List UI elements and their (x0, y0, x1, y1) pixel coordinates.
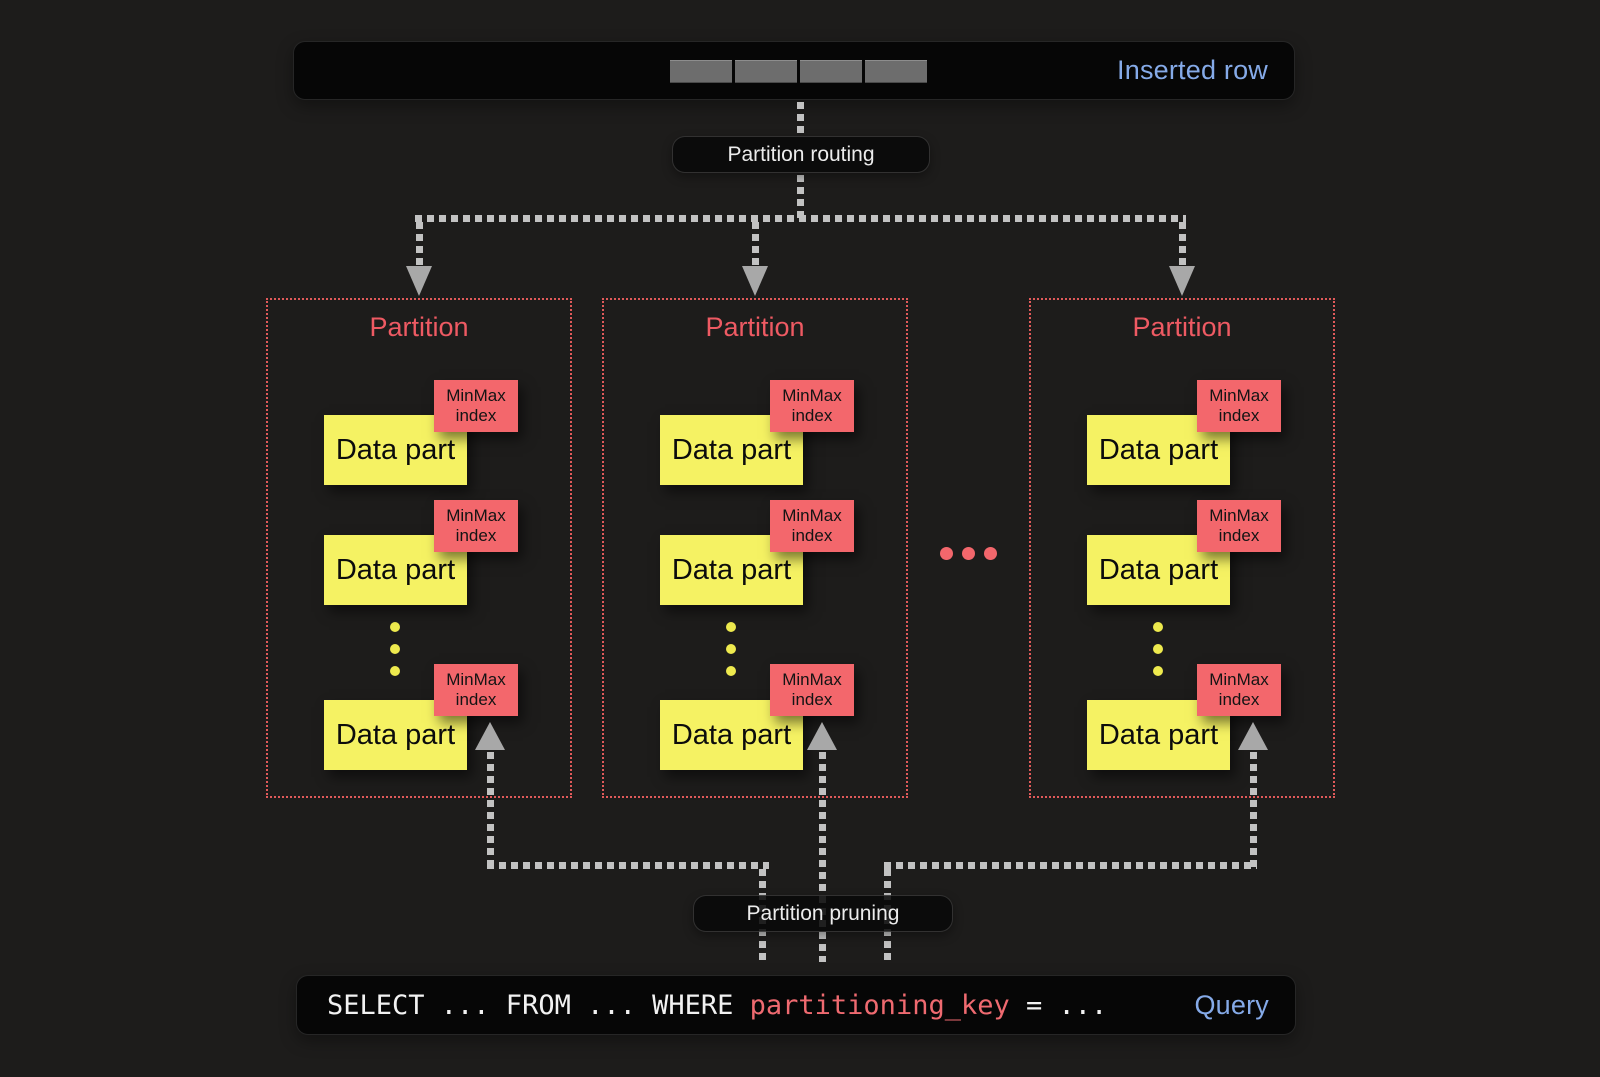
down-arrow-icon (742, 266, 768, 296)
row-cell (735, 60, 797, 83)
more-parts-ellipsis (1153, 666, 1163, 676)
more-partitions-ellipsis (984, 547, 997, 560)
partition-routing-label: Partition routing (672, 136, 930, 173)
partition-box: Partition MinMax index Data part MinMax … (1029, 298, 1335, 798)
more-parts-ellipsis (390, 622, 400, 632)
data-part-box: Data part (324, 700, 467, 770)
pruning-flow-line (1250, 752, 1257, 869)
partition-box: Partition MinMax index Data part MinMax … (602, 298, 908, 798)
partition-title: Partition (1132, 312, 1232, 342)
insert-flow-line (797, 102, 804, 136)
row-cell (800, 60, 862, 83)
up-arrow-icon (807, 722, 837, 750)
query-label: Query (1194, 989, 1269, 1020)
minmax-index-badge: MinMax index (1197, 380, 1281, 432)
more-parts-ellipsis (1153, 622, 1163, 632)
more-partitions-ellipsis (962, 547, 975, 560)
branch-drop-line (1179, 222, 1186, 266)
more-parts-ellipsis (390, 644, 400, 654)
more-parts-ellipsis (726, 644, 736, 654)
row-cell (670, 60, 732, 83)
sql-text: SELECT ... FROM ... WHERE partitioning_k… (327, 976, 1107, 1034)
up-arrow-icon (1238, 722, 1268, 750)
minmax-index-badge: MinMax index (770, 380, 854, 432)
more-parts-ellipsis (726, 622, 736, 632)
inserted-row-cells (670, 60, 927, 83)
partitioning-key-token: partitioning_key (749, 989, 1010, 1021)
partition-pruning-label: Partition pruning (693, 895, 953, 932)
partition-title: Partition (705, 312, 805, 342)
sql-clause: = ... (1009, 989, 1108, 1021)
partition-box: Partition MinMax index Data part MinMax … (266, 298, 572, 798)
data-part-box: Data part (1087, 415, 1230, 485)
down-arrow-icon (406, 266, 432, 296)
branch-drop-line (416, 222, 423, 266)
branch-drop-line (752, 222, 759, 266)
more-parts-ellipsis (390, 666, 400, 676)
pruning-flow-line (884, 862, 1257, 869)
up-arrow-icon (475, 722, 505, 750)
row-cell (865, 60, 927, 83)
pruning-flow-line (819, 752, 826, 962)
inserted-row-panel: Inserted row (293, 41, 1295, 100)
minmax-index-badge: MinMax index (434, 380, 518, 432)
sql-clause: SELECT ... FROM ... WHERE (327, 989, 750, 1021)
query-panel: SELECT ... FROM ... WHERE partitioning_k… (296, 975, 1296, 1035)
partition-title: Partition (369, 312, 469, 342)
pruning-flow-line (487, 862, 769, 869)
down-arrow-icon (1169, 266, 1195, 296)
more-parts-ellipsis (726, 666, 736, 676)
pruning-flow-line (487, 752, 494, 869)
routing-branch-line (415, 215, 1186, 222)
insert-flow-line (797, 175, 804, 221)
inserted-row-label: Inserted row (1117, 55, 1268, 85)
minmax-index-badge: MinMax index (770, 664, 854, 716)
minmax-index-badge: MinMax index (434, 664, 518, 716)
more-parts-ellipsis (1153, 644, 1163, 654)
minmax-index-badge: MinMax index (1197, 500, 1281, 552)
minmax-index-badge: MinMax index (770, 500, 854, 552)
minmax-index-badge: MinMax index (434, 500, 518, 552)
minmax-index-badge: MinMax index (1197, 664, 1281, 716)
more-partitions-ellipsis (940, 547, 953, 560)
